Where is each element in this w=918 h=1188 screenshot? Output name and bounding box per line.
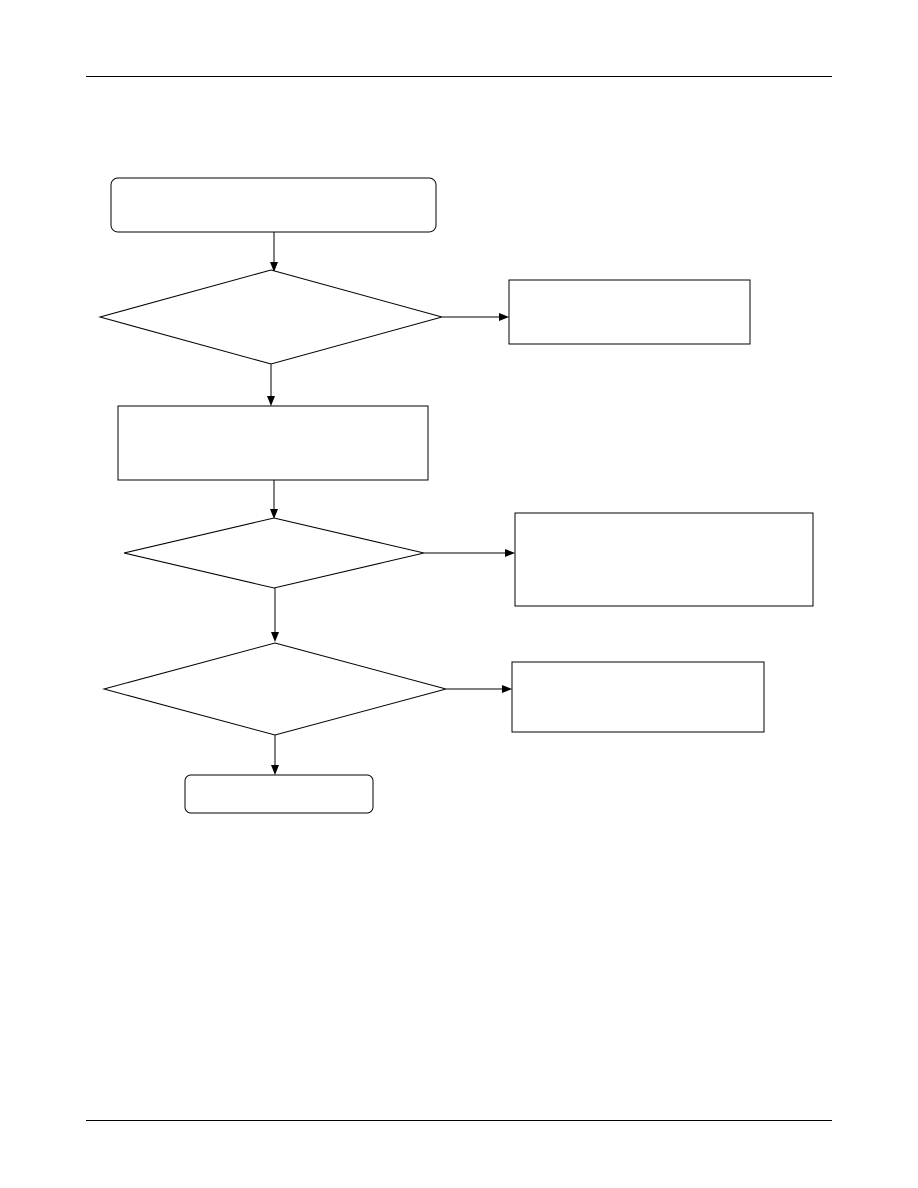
node-action-2 <box>514 512 814 607</box>
start-rounded-box <box>110 177 437 233</box>
action-1-box <box>508 279 751 345</box>
decision-1-diamond <box>98 269 444 365</box>
edges-layer <box>267 232 515 775</box>
node-process-1 <box>117 405 429 481</box>
node-start <box>110 177 437 233</box>
footer-rule <box>86 1120 832 1121</box>
node-action-1 <box>508 279 751 345</box>
node-end <box>184 774 374 814</box>
header-rule <box>86 76 832 77</box>
decision-3-diamond <box>102 642 448 736</box>
node-decision-2 <box>123 517 425 589</box>
node-decision-1 <box>98 269 444 365</box>
node-decision-3 <box>102 642 448 736</box>
process-1-box <box>117 405 429 481</box>
end-rounded-box <box>184 774 374 814</box>
node-action-3 <box>511 661 765 733</box>
decision-2-diamond <box>123 517 425 589</box>
nodes-layer <box>98 177 814 814</box>
action-3-box <box>511 661 765 733</box>
action-2-box <box>514 512 814 607</box>
